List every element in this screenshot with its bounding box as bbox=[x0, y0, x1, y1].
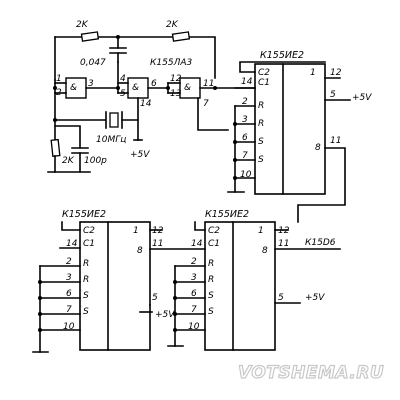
chip-2-title: К155ИЕ2 bbox=[62, 209, 106, 220]
svg-text:C1: C1 bbox=[208, 239, 220, 249]
svg-text:C1: C1 bbox=[83, 239, 95, 249]
svg-text:5: 5 bbox=[278, 293, 284, 303]
svg-text:C1: C1 bbox=[258, 78, 270, 88]
svg-text:&: & bbox=[184, 83, 191, 93]
svg-text:12: 12 bbox=[330, 68, 342, 78]
svg-text:8: 8 bbox=[315, 143, 321, 153]
svg-text:7: 7 bbox=[242, 151, 248, 161]
chip-1-title: К155ИЕ2 bbox=[260, 50, 304, 61]
svg-text:6: 6 bbox=[242, 133, 248, 143]
svg-text:8: 8 bbox=[262, 246, 268, 256]
svg-text:S: S bbox=[258, 137, 264, 147]
svg-text:1: 1 bbox=[56, 74, 62, 84]
chip-3-title: К155ИЕ2 bbox=[205, 209, 249, 220]
oscillator-circuit: 2K 2K 0,047 К155ЛА3 & 1 2 3 & 4 5 6 14 bbox=[47, 20, 256, 173]
resistor-left-label: 2K bbox=[62, 156, 75, 166]
svg-text:2: 2 bbox=[66, 257, 72, 267]
svg-text:11: 11 bbox=[278, 239, 289, 249]
svg-text:8: 8 bbox=[137, 246, 143, 256]
svg-text:R: R bbox=[208, 259, 214, 269]
svg-text:C2: C2 bbox=[208, 226, 220, 236]
svg-text:5: 5 bbox=[120, 89, 126, 99]
svg-text:S: S bbox=[258, 155, 264, 165]
svg-text:S: S bbox=[208, 307, 214, 317]
svg-text:7: 7 bbox=[191, 305, 197, 315]
svg-text:3: 3 bbox=[191, 273, 197, 283]
svg-text:S: S bbox=[83, 291, 89, 301]
svg-text:S: S bbox=[83, 307, 89, 317]
svg-text:3: 3 bbox=[88, 79, 94, 89]
svg-text:7: 7 bbox=[66, 305, 72, 315]
counter-chip-2: К155ИЕ2 C2 C1 14 R R S S 2 3 6 7 10 1 8 … bbox=[32, 209, 206, 353]
svg-text:R: R bbox=[258, 119, 264, 129]
svg-text:10: 10 bbox=[188, 322, 200, 332]
svg-text:12: 12 bbox=[278, 226, 290, 236]
svg-text:S: S bbox=[208, 291, 214, 301]
gate-vcc-label: +5V bbox=[130, 150, 150, 160]
svg-text:R: R bbox=[83, 275, 89, 285]
resistor-top-left bbox=[80, 31, 100, 42]
watermark-text: VOTSHEMA.RU bbox=[238, 363, 384, 383]
svg-text:7: 7 bbox=[203, 99, 209, 109]
counter-chip-1: К155ИЕ2 C2 C1 14 R R S S 2 3 6 7 10 1 8 … bbox=[227, 50, 372, 223]
resistor-top-right-label: 2K bbox=[166, 20, 179, 30]
svg-text:2: 2 bbox=[191, 257, 197, 267]
svg-text:&: & bbox=[70, 83, 77, 93]
svg-text:6: 6 bbox=[66, 289, 72, 299]
svg-text:1: 1 bbox=[310, 68, 316, 78]
svg-text:2: 2 bbox=[56, 88, 62, 98]
capacitor-top-label: 0,047 bbox=[80, 58, 106, 68]
svg-text:10: 10 bbox=[63, 322, 75, 332]
svg-text:14: 14 bbox=[140, 99, 152, 109]
svg-text:6: 6 bbox=[151, 79, 157, 89]
capacitor-left-label: 100p bbox=[84, 156, 107, 166]
svg-text:10: 10 bbox=[240, 170, 252, 180]
svg-text:11: 11 bbox=[152, 239, 163, 249]
chip-2-vcc-label: +5V bbox=[155, 310, 175, 320]
svg-text:11: 11 bbox=[330, 136, 341, 146]
svg-text:4: 4 bbox=[120, 74, 126, 84]
chip-1-vcc-label: +5V bbox=[352, 93, 372, 103]
svg-text:R: R bbox=[258, 101, 264, 111]
svg-text:14: 14 bbox=[241, 77, 253, 87]
nand-chip-label: К155ЛА3 bbox=[150, 58, 192, 68]
svg-text:2: 2 bbox=[242, 97, 248, 107]
svg-text:R: R bbox=[83, 259, 89, 269]
svg-text:1: 1 bbox=[133, 226, 139, 236]
svg-text:5: 5 bbox=[330, 90, 336, 100]
resistor-top-right bbox=[171, 31, 191, 42]
svg-text:1: 1 bbox=[258, 226, 264, 236]
resistor-left bbox=[50, 138, 61, 157]
svg-text:R: R bbox=[208, 275, 214, 285]
svg-text:3: 3 bbox=[242, 115, 248, 125]
svg-text:6: 6 bbox=[191, 289, 197, 299]
resistor-top-left-label: 2K bbox=[76, 20, 89, 30]
svg-text:12: 12 bbox=[152, 226, 164, 236]
svg-text:&: & bbox=[132, 83, 139, 93]
svg-text:12: 12 bbox=[170, 74, 182, 84]
svg-text:14: 14 bbox=[66, 239, 78, 249]
svg-text:5: 5 bbox=[152, 293, 158, 303]
output-net-label: К15D6 bbox=[305, 238, 336, 248]
svg-text:14: 14 bbox=[191, 239, 203, 249]
svg-text:11: 11 bbox=[203, 79, 214, 89]
svg-text:13: 13 bbox=[170, 89, 182, 99]
crystal-10mhz bbox=[109, 112, 119, 128]
svg-text:C2: C2 bbox=[83, 226, 95, 236]
counter-chip-3: К155ИЕ2 C2 C1 14 R R S S 2 3 6 7 10 1 8 … bbox=[167, 209, 341, 351]
svg-text:3: 3 bbox=[66, 273, 72, 283]
svg-text:C2: C2 bbox=[258, 68, 270, 78]
crystal-label: 10МГц bbox=[96, 135, 126, 145]
chip-3-vcc-label: +5V bbox=[305, 293, 325, 303]
